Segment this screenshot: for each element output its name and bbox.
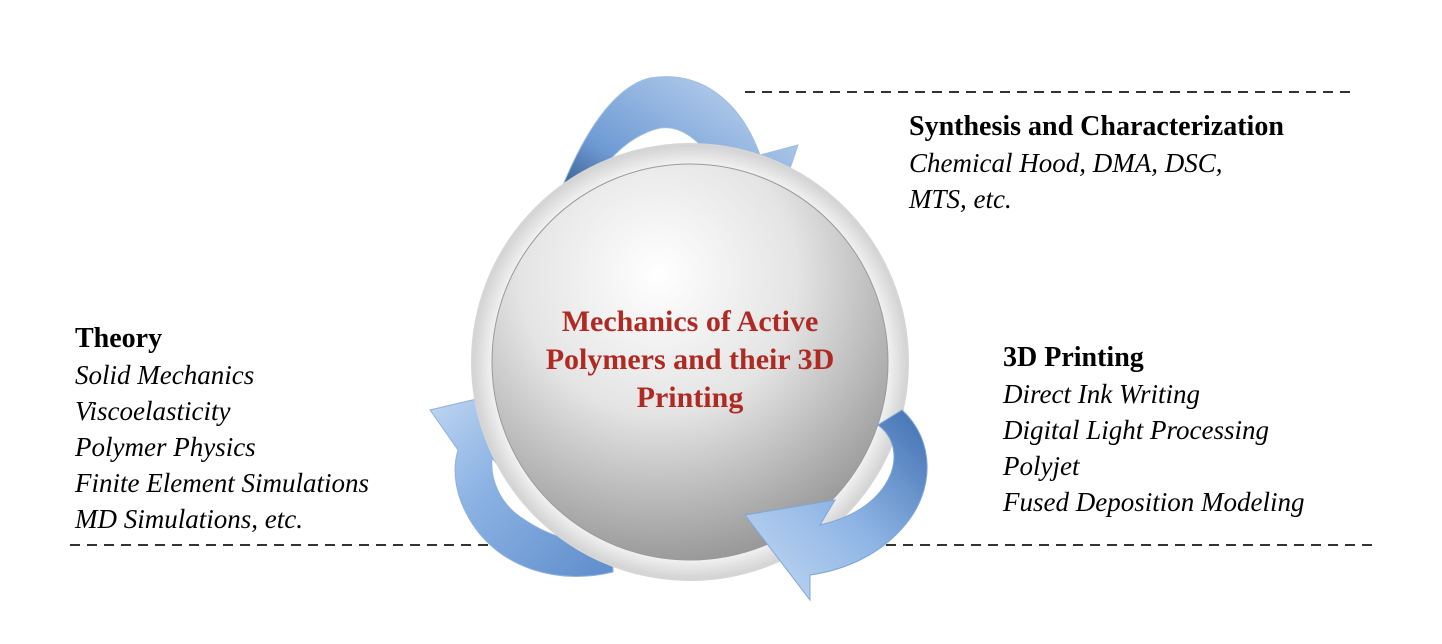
theory-item: Viscoelasticity [75,396,231,426]
center-sphere-icon [491,163,889,561]
printing-item: Direct Ink Writing [1003,379,1200,409]
printing-item: Fused Deposition Modeling [1003,487,1305,517]
cycle-arrow-right [744,409,928,602]
printing-item: Polyjet [1003,451,1080,481]
theory-item: Finite Element Simulations [75,468,369,498]
cycle-arrow-left [429,389,614,577]
theory-item: Polymer Physics [75,432,256,462]
printing-heading: 3D Printing [1003,342,1144,373]
synthesis-item: Chemical Hood, DMA, DSC, [909,148,1223,178]
theory-item: MD Simulations, etc. [75,504,303,534]
theory-item: Solid Mechanics [75,360,255,390]
printing-item: Digital Light Processing [1003,415,1270,445]
theory-block: Theory Solid Mechanics Viscoelasticity P… [75,321,369,537]
synthesis-heading: Synthesis and Characterization [909,111,1284,142]
theory-heading: Theory [75,323,163,354]
center-title: Mechanics of Active Polymers and their 3… [545,305,835,414]
printing-block: 3D Printing Direct Ink Writing Digital L… [1003,340,1304,520]
synthesis-block: Synthesis and Characterization Chemical … [909,109,1284,217]
synthesis-item: MTS, etc. [909,184,1012,214]
